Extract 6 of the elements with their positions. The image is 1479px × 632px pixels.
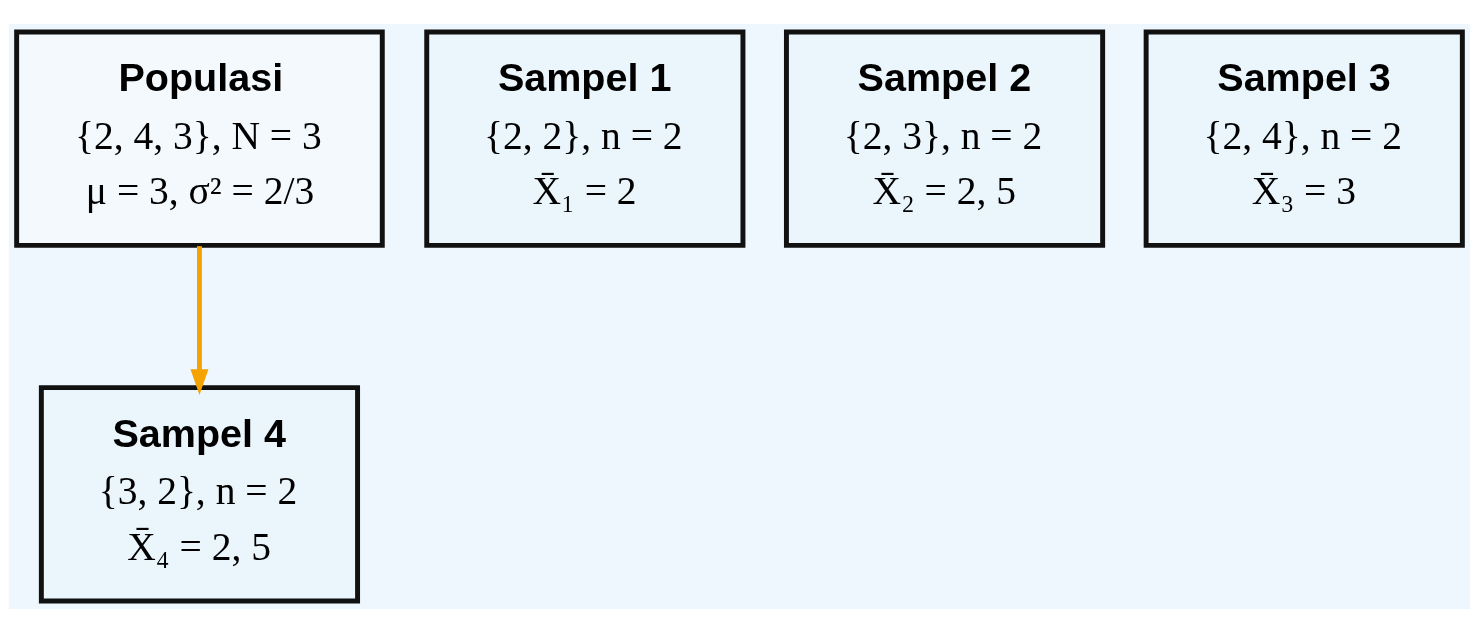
node-box: Sampel 1 {2, 2}, n = 2 X̄₁ = 2: [424, 28, 746, 248]
node-box: Sampel 2 {2, 3}, n = 2 X̄₂ = 2, 5: [783, 28, 1106, 248]
node-box: Sampel 4 {3, 2}, n = 2 X̄₄ = 2, 5: [38, 384, 361, 604]
node-box: Populasi {2, 4, 3}, N = 3 μ = 3, σ² = 2/3: [14, 28, 385, 248]
node-box: Sampel 3 {2, 4}, n = 2 X̄₃ = 3: [1143, 28, 1465, 248]
arrow: [190, 245, 209, 395]
